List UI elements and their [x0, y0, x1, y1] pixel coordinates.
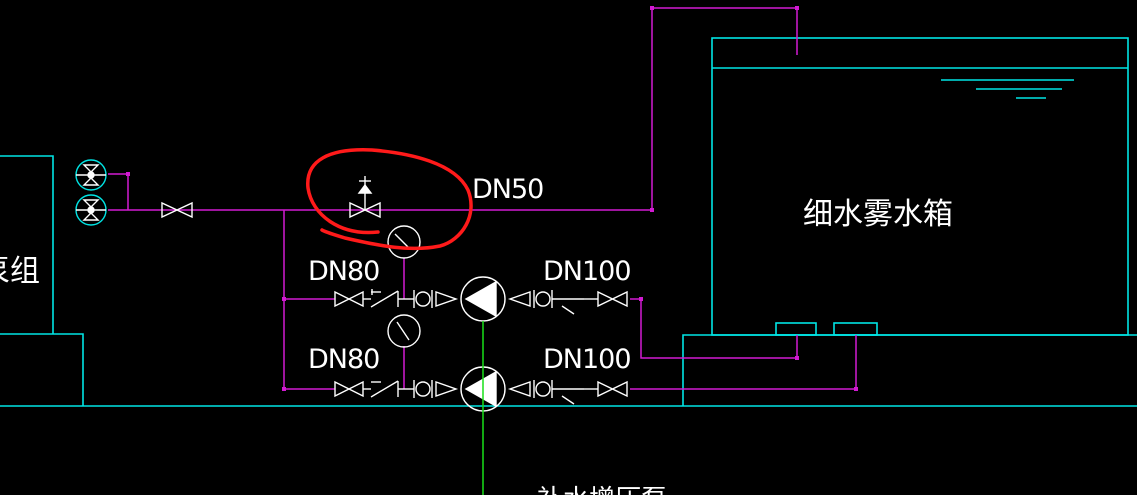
pressure-gauge-icon [387, 225, 421, 259]
gate-valve-icon [334, 380, 364, 398]
tank-outlet-right [833, 322, 878, 336]
suction-line-1 [630, 298, 798, 359]
dn100-label-top: DN100 [543, 256, 631, 287]
suction-line-2 [630, 335, 857, 390]
pump-unit-label-fragment: 泵组 [0, 254, 40, 289]
union-icon [415, 291, 431, 307]
pump-train-2 [334, 366, 628, 412]
union-icon [535, 291, 551, 307]
tank-label: 细水雾水箱 [803, 197, 953, 232]
flow-switch-icon [75, 194, 107, 226]
dn80-label-top: DN80 [308, 256, 379, 287]
tank-outlet-left [775, 322, 817, 336]
reducer-icon [507, 291, 531, 307]
check-valve-icon [370, 380, 399, 398]
reducer-icon [435, 291, 459, 307]
rise-pipe [651, 7, 798, 210]
dn50-label: DN50 [472, 174, 543, 205]
pump-unit-base [0, 333, 84, 406]
structures [0, 37, 1137, 407]
reducer-icon [435, 381, 459, 397]
check-valve-icon [370, 289, 399, 308]
relief-valve-icon [349, 176, 381, 219]
flow-switch-icon [75, 159, 107, 191]
dn100-label-bottom: DN100 [543, 344, 631, 375]
red-annotation-circle [306, 148, 473, 251]
gate-valve-icon [597, 290, 628, 308]
dn80-label-bottom: DN80 [308, 344, 379, 375]
gate-valve-icon [161, 201, 193, 219]
pump-unit-outline [0, 155, 54, 334]
gate-valve-icon [597, 380, 628, 398]
water-tank-outline [711, 37, 1129, 336]
tank-base [682, 334, 1137, 406]
union-icon [535, 381, 551, 397]
union-icon [415, 381, 431, 397]
top-connector [108, 173, 129, 210]
pipe-nodes [126, 6, 858, 391]
pressure-gauge-icon [387, 314, 421, 348]
bottom-label-fragment: 补水增压泵 [537, 485, 667, 495]
gate-valve-icon [334, 290, 364, 308]
reducer-icon [507, 381, 531, 397]
symbols [75, 159, 628, 412]
